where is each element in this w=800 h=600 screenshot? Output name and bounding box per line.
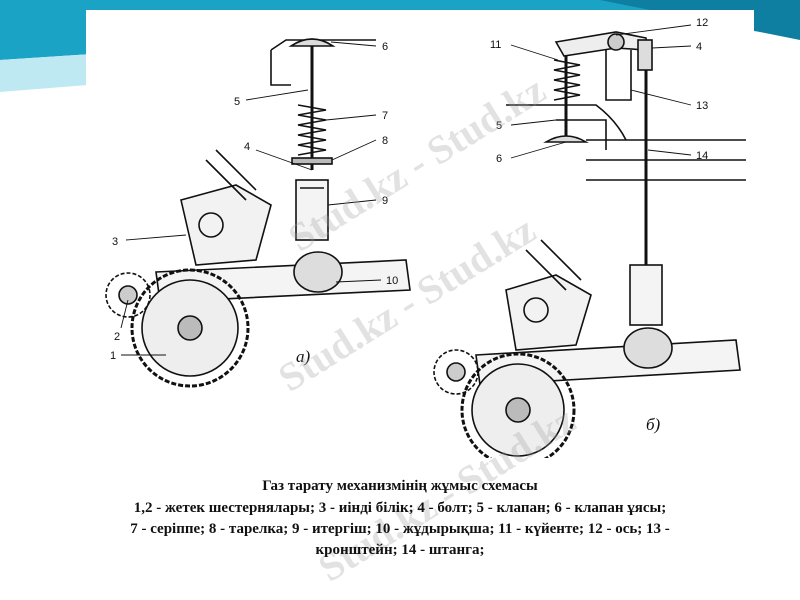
valve-mechanism-diagram: 6 5 7 8 4 9 3 10 2 1 12 11 4 5 13 6 14 а…	[105, 17, 746, 458]
bracket-hole-a	[198, 212, 224, 238]
small-gear-a	[105, 272, 151, 318]
callout-b-5: 13	[696, 100, 708, 112]
callout-b-1: 12	[696, 17, 708, 29]
callout-b-3: 4	[696, 41, 702, 53]
callout-a-6: 9	[382, 195, 388, 207]
head-fins-b	[586, 139, 746, 181]
cam-lobe-a	[293, 251, 343, 293]
mechanism-variant-b	[433, 31, 746, 458]
big-gear-b	[460, 352, 576, 458]
variant-label-a: а)	[296, 347, 311, 366]
tappet-a	[295, 179, 329, 241]
figure-caption-line-1: 1,2 - жетек шестернялары; 3 - иінді білі…	[133, 500, 667, 516]
big-gear-a	[130, 268, 250, 388]
callout-a-4: 8	[382, 135, 388, 147]
figure-caption-line-3: кронштейн; 14 - штанга;	[315, 542, 485, 558]
rocker-bracket-b	[605, 50, 632, 101]
callout-a-8: 10	[386, 275, 398, 287]
figure-caption-line-2: 7 - серіппе; 8 - тарелка; 9 - итергіш; 1…	[130, 521, 670, 537]
adjust-bolt-b	[637, 39, 653, 71]
valve-head-a	[288, 38, 336, 47]
callout-numbers-a: 6 5 7 8 4 9 3 10 2 1	[110, 41, 398, 362]
callout-numbers-b: 12 11 4 5 13 6 14	[490, 17, 708, 165]
callout-b-6: 6	[496, 153, 502, 165]
mechanism-variant-a	[105, 38, 411, 388]
leader-lines-b	[510, 24, 692, 159]
cylinder-head-a	[270, 39, 376, 86]
bracket-hole-b	[523, 297, 549, 323]
small-gear-hub-b	[446, 362, 466, 382]
callout-b-2: 11	[490, 39, 501, 51]
callout-a-5: 4	[244, 141, 250, 153]
tappet-b	[629, 264, 663, 326]
valve-head-b	[543, 135, 589, 143]
small-gear-hub-a	[118, 285, 138, 305]
diagram-panel: 6 5 7 8 4 9 3 10 2 1 12 11 4 5 13 6 14 а…	[86, 10, 754, 458]
callout-a-2: 5	[234, 96, 240, 108]
callout-a-3: 7	[382, 110, 388, 122]
callout-a-7: 3	[112, 236, 118, 248]
valve-spring-a	[297, 104, 327, 156]
rocker-arm-b	[554, 31, 647, 57]
rocker-axle-b	[607, 33, 625, 51]
big-gear-hub-b	[505, 397, 531, 423]
push-arm-a	[205, 149, 257, 201]
cam-lobe-b	[623, 327, 673, 369]
callout-b-4: 5	[496, 120, 502, 132]
callout-a-1: 6	[382, 41, 388, 53]
figure-caption-title: Газ тарату механизмінің жұмыс схемасы	[262, 478, 538, 494]
variant-label-b: б)	[646, 415, 661, 434]
callout-a-10: 1	[110, 350, 116, 362]
bracket-a	[180, 184, 272, 266]
leader-lines-a	[120, 41, 382, 356]
big-gear-hub-a	[177, 315, 203, 341]
push-arm-b	[525, 239, 582, 291]
callout-a-9: 2	[114, 331, 120, 343]
callout-b-7: 14	[696, 150, 708, 162]
valve-spring-b	[553, 59, 581, 101]
spring-plate-a	[291, 157, 333, 165]
